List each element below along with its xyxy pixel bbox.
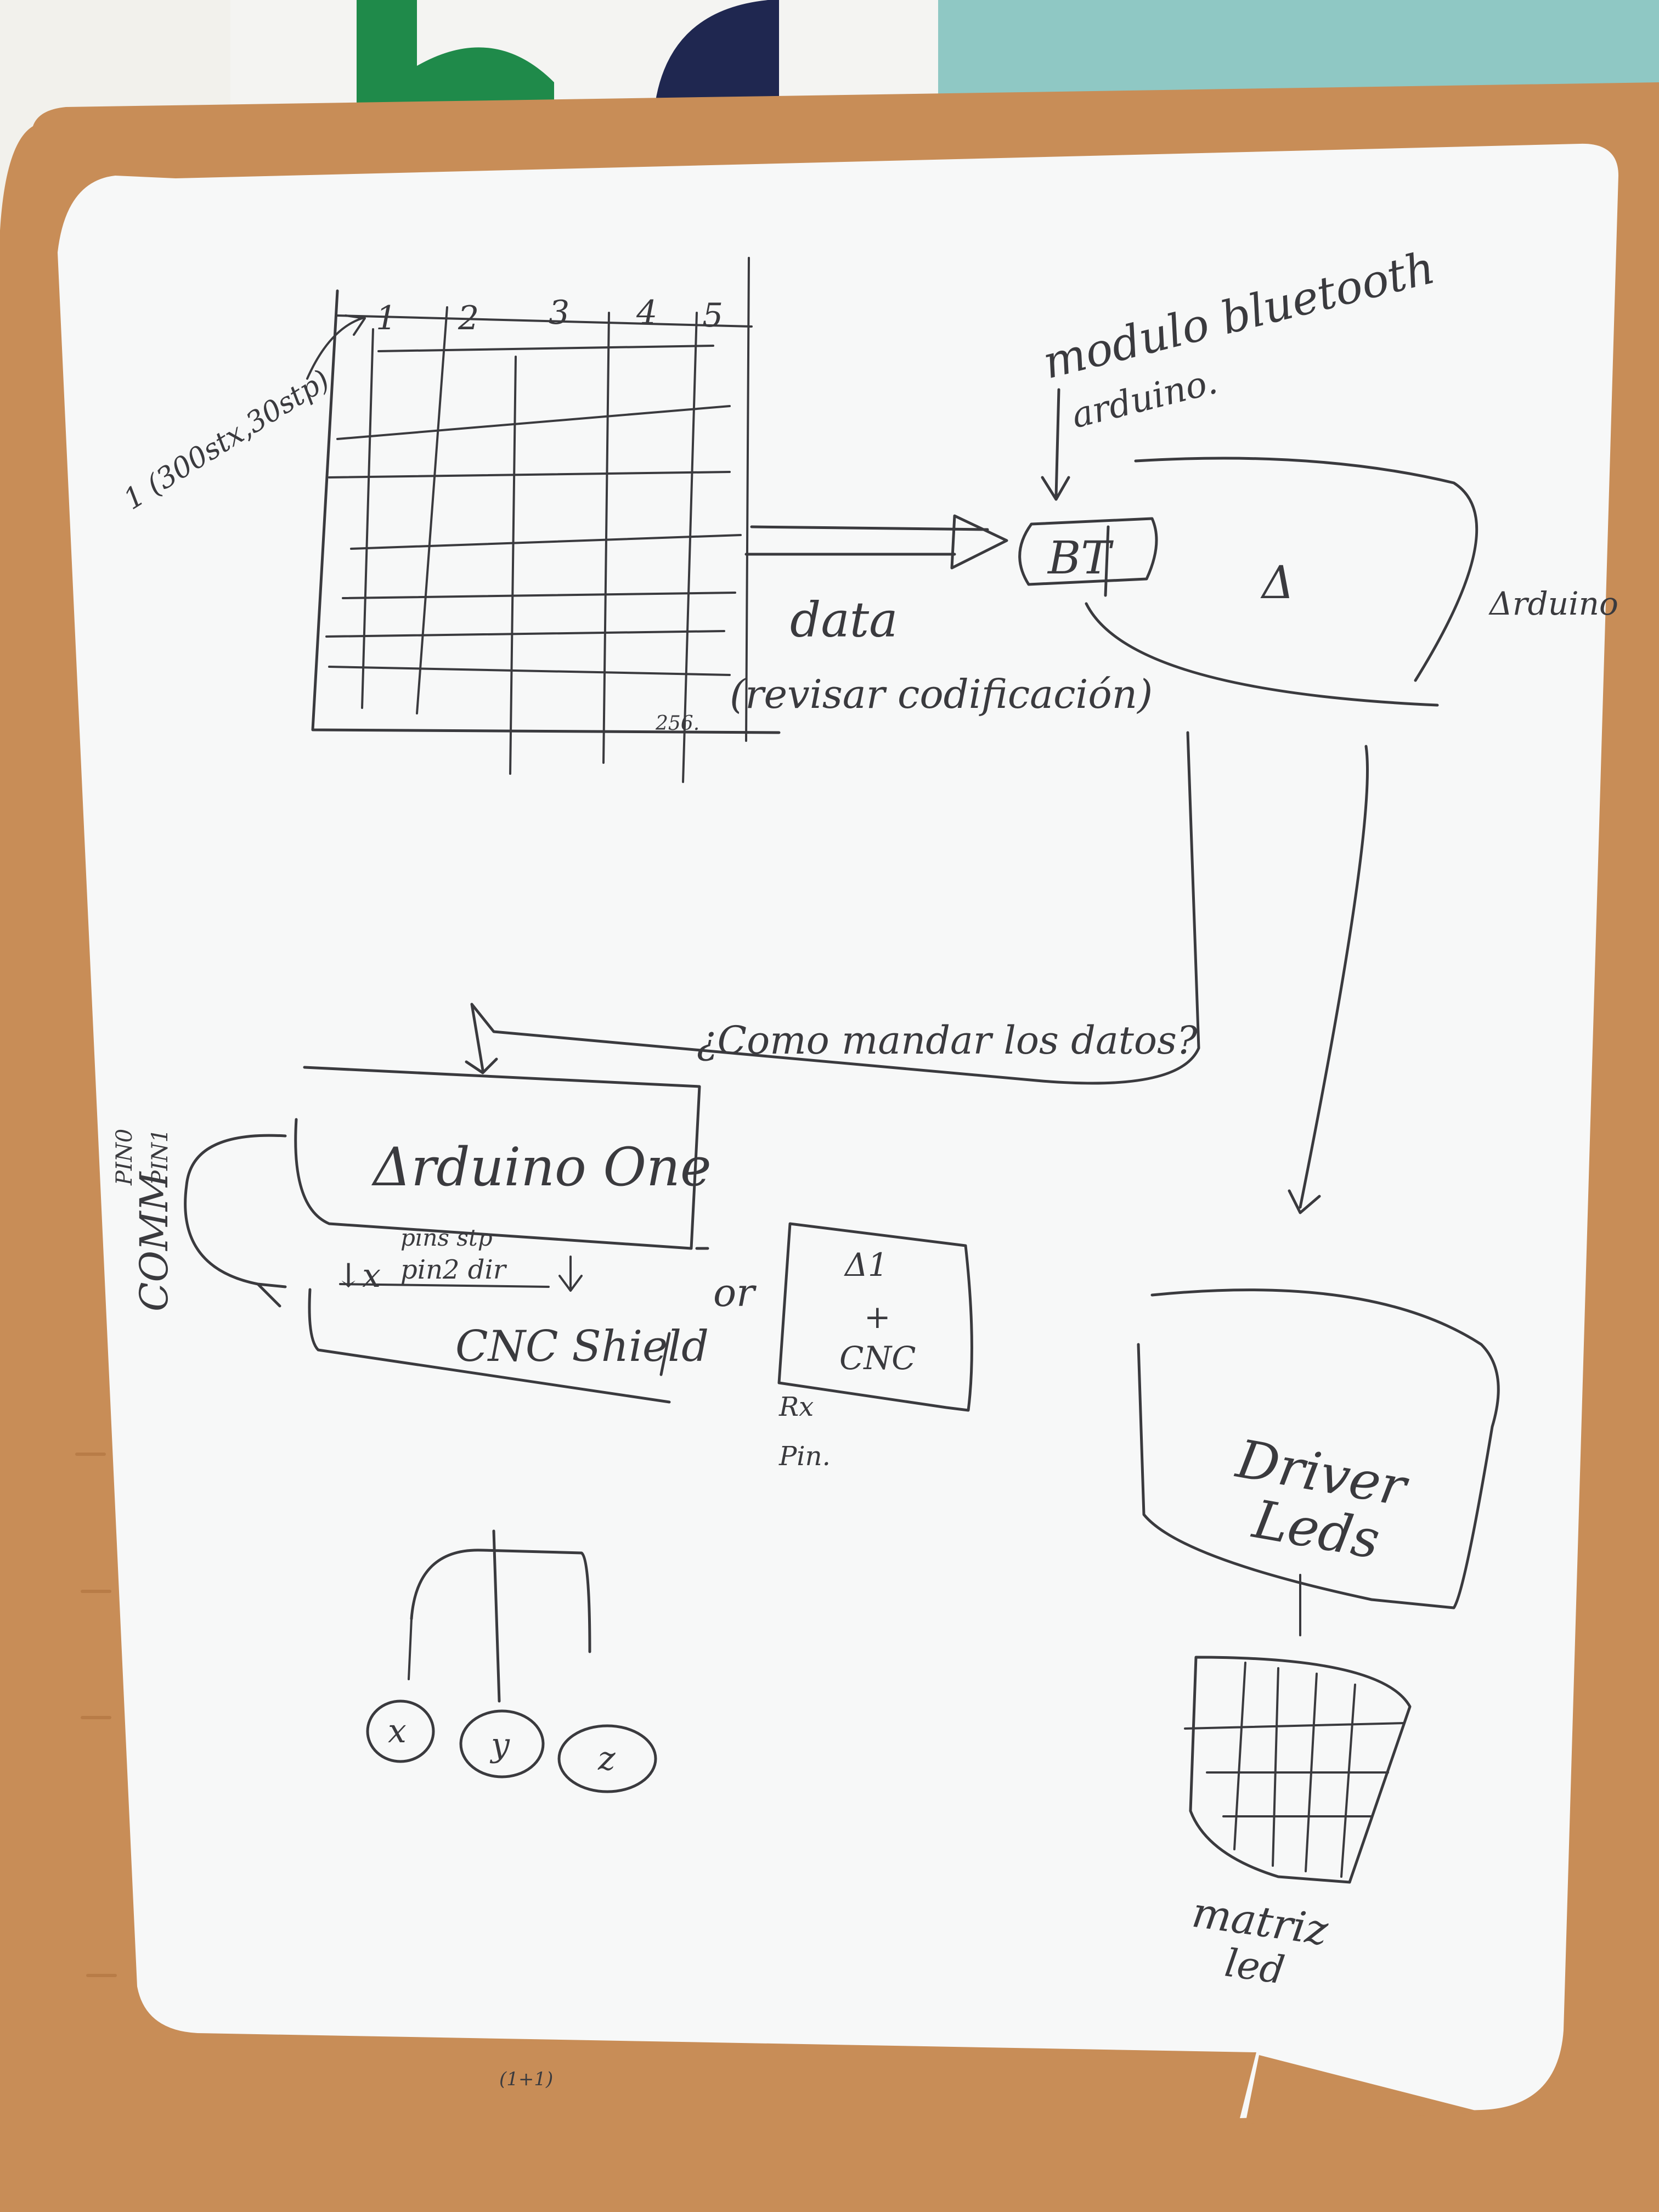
pin1-label: PIN1 (148, 1129, 173, 1186)
x-marker: ↓x (335, 1257, 381, 1295)
rx-label: Rx (778, 1392, 814, 1422)
poster-navy-shape (653, 0, 779, 126)
axis-z-circle (557, 1724, 657, 1793)
axis-tree: x y z (366, 1529, 657, 1793)
alternative-block: or Δ1 + CNC Rx Pin. (713, 1222, 973, 1472)
bt-label: BT (1047, 532, 1114, 584)
pin0-label: PIN0 (112, 1129, 137, 1186)
driver-arrow (1288, 745, 1369, 1214)
axis-y-circle (459, 1709, 545, 1778)
frame-mark: (1+1) (499, 2068, 553, 2090)
pins-step-label: pins stp (400, 1224, 493, 1251)
wood-grain (75, 1453, 117, 1977)
pins-dir-label: pin2 dir (400, 1254, 507, 1285)
grid-col-2: 2 (458, 299, 479, 337)
matrix-led-line2: led (1222, 1940, 1288, 1993)
grid-col-3: 3 (549, 294, 569, 332)
pin-label: Pin. (778, 1441, 831, 1472)
axis-x-circle (366, 1699, 435, 1763)
axis-x-label: x (388, 1712, 407, 1751)
data-label: data (790, 592, 898, 648)
whiteboard-surface (58, 143, 1618, 2118)
bluetooth-label-arrow (1041, 388, 1070, 501)
axis-z-label: z (597, 1740, 616, 1778)
alt-box-line3: CNC (839, 1339, 916, 1377)
or-label: or (713, 1270, 757, 1315)
data-arrow: data (revisar codificación) (730, 514, 1153, 717)
arduino-shape (1085, 457, 1479, 707)
cnc-shield-label: CNC Shield (455, 1322, 709, 1371)
axis-y-label: y (489, 1726, 510, 1764)
arduino-one-label: Δrduino One (371, 1136, 712, 1198)
comm-label: COMM (132, 1170, 177, 1312)
bt-box (1018, 517, 1158, 597)
grid-col-1: 1 (376, 299, 397, 337)
grid-col-5: 5 (702, 296, 723, 335)
grid-first-cell-arrow (306, 314, 366, 380)
arduino-triangle: Δ (1260, 557, 1294, 609)
data-note: (revisar codificación) (730, 671, 1153, 717)
poster-green-shape (357, 0, 554, 126)
alt-box-line2: + (864, 1298, 891, 1336)
grid-col-4: 4 (636, 294, 657, 332)
frame-notch (1245, 2055, 1484, 2124)
send-question: ¿Como mandar los datos? (697, 1018, 1198, 1063)
cnc-shield-box (308, 1288, 671, 1404)
comm-loop (184, 1134, 287, 1308)
send-data-flow: ¿Como mandar los datos? (465, 731, 1369, 1214)
arduino-label: Δrduino (1488, 585, 1618, 622)
alt-box-line1: Δ1 (844, 1246, 888, 1284)
grid-row-count: 256. (655, 712, 699, 735)
arduino-one-block: Δrduino One ↓x pins stp pin2 dir CNC Shi… (112, 1066, 712, 1404)
driver-leds-block: Driver Leds (1137, 1288, 1500, 1636)
